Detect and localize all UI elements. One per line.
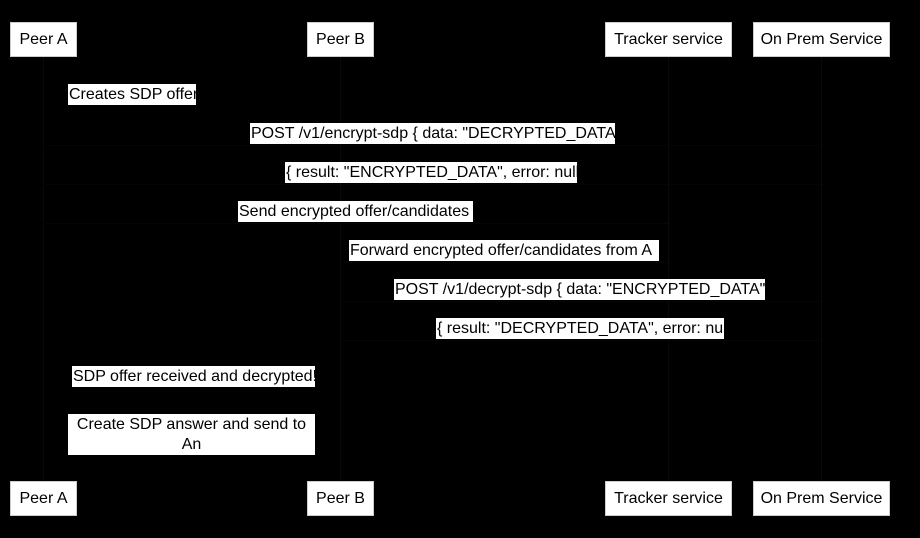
participant-bottom-tracker-service[interactable]: Tracker service (605, 481, 732, 516)
lifeline-on-prem-service (821, 57, 822, 481)
lifeline-tracker-service (668, 57, 669, 481)
note-line-1: Create SDP answer and send to An (76, 416, 307, 453)
participant-label: On Prem Service (760, 489, 883, 507)
message-forward-encrypted-offer: Forward encrypted offer/candidates from … (349, 240, 659, 261)
message-sdp-offer-received: SDP offer received and decrypted! (72, 366, 317, 387)
participant-bottom-peer-a[interactable]: Peer A (10, 481, 77, 516)
msg-line-post-decrypt-sdp (340, 301, 821, 302)
message-encrypt-sdp-result: { result: "ENCRYPTED_DATA", error: null … (285, 162, 590, 183)
participant-bottom-peer-b[interactable]: Peer B (307, 481, 374, 516)
msg-line-decrypt-sdp-result (340, 340, 821, 341)
participant-label: Tracker service (614, 30, 723, 48)
message-post-encrypt-sdp: POST /v1/encrypt-sdp { data: "DECRYPTED_… (250, 123, 632, 144)
msg-line-post-encrypt-sdp (43, 145, 821, 146)
participant-top-peer-b[interactable]: Peer B (307, 22, 374, 57)
participant-bottom-on-prem-service[interactable]: On Prem Service (753, 481, 890, 516)
message-creates-sdp-offer: Creates SDP offer (68, 84, 199, 105)
msg-line-send-encrypted-offer (43, 223, 668, 224)
participant-top-peer-a[interactable]: Peer A (10, 22, 77, 57)
participant-top-on-prem-service[interactable]: On Prem Service (753, 22, 890, 57)
message-send-encrypted-offer: Send encrypted offer/candidates (238, 201, 473, 222)
note-create-sdp-answer: Create SDP answer and send to An using t… (68, 414, 315, 473)
participant-label: Peer A (19, 489, 68, 507)
msg-line-encrypt-sdp-result (43, 184, 821, 185)
message-post-decrypt-sdp: POST /v1/decrypt-sdp { data: "ENCRYPTED_… (394, 279, 776, 300)
lifeline-peer-b (340, 57, 341, 481)
participant-label: Peer A (19, 30, 68, 48)
participant-label: Peer B (316, 489, 365, 507)
msg-line-forward-encrypted-offer (340, 262, 668, 263)
participant-label: Peer B (316, 30, 365, 48)
participant-top-tracker-service[interactable]: Tracker service (605, 22, 732, 57)
participant-label: Tracker service (614, 489, 723, 507)
participant-label: On Prem Service (760, 30, 883, 48)
note-line-2: using the same mechanism (94, 456, 289, 473)
lifeline-peer-a (43, 57, 44, 481)
message-decrypt-sdp-result: { result: "DECRYPTED_DATA", error: null … (436, 318, 741, 339)
